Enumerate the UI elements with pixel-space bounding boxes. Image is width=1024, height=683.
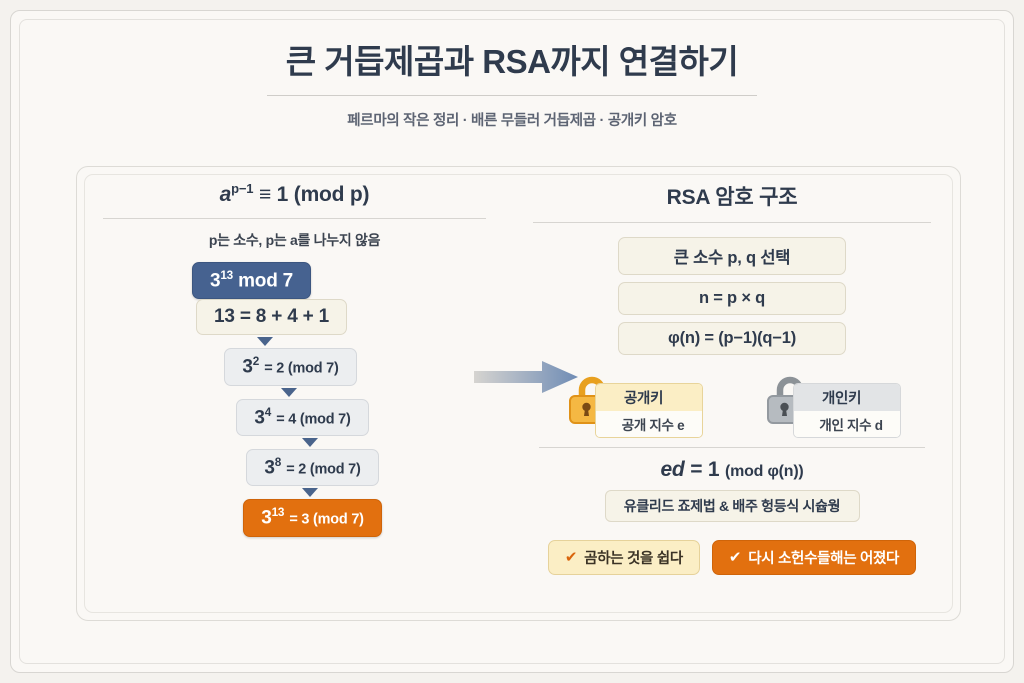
chain-node-square-rest: = 2 (mod 7) [264,360,339,377]
chain-node-result: 313 = 3 (mod 7) [243,499,382,537]
chain-arrow-row-2 [87,386,502,399]
right-arrow-icon [474,361,578,393]
down-arrow-icon [256,337,273,347]
private-key-subtitle: 개인 지수 d [794,411,900,437]
rsa-divider [533,222,931,223]
public-key-title: 공개키 [596,384,702,411]
chain-row-4: 38 = 2 (mod 7) [87,448,502,487]
rsa-step-list: 큰 소수 p, q 선택 n = p × q φ(n) = (p−1)(q−1) [517,237,947,355]
down-arrow-icon [301,437,318,447]
chain-row-5: 313 = 3 (mod 7) [87,499,502,537]
chain-arrow-row-1 [87,335,502,348]
chain-node-fourth-exponent: 4 [264,405,272,419]
chain-node-decomposition: 13 = 8 + 4 + 1 [196,299,347,336]
badge-easy-multiply: ✔ 곰하는 것을 쉽다 [547,540,700,575]
title-divider [267,95,757,97]
ed-method-note: 유클리드 죠제법 & 배주 헝등식 시슙웡 [604,490,860,522]
chain-node-square: 32 = 2 (mod 7) [224,348,357,386]
fermat-condition-note: p는 소수, p는 a를 나누지 않음 [208,232,381,248]
chain-node-fourth-base: 3 [254,406,265,428]
rsa-heading: RSA 암호 구조 [666,186,798,209]
check-icon: ✔ [728,549,742,566]
fermat-divider [103,218,486,219]
public-key-labels: 공개키 공개 지수 e [595,383,703,438]
page-subtitle: 페르마의 작은 정리 · 배른 무들러 거듭제곱 · 공개키 암호 [347,113,677,130]
chain-row-0: 313 mod 7 [87,262,502,300]
rsa-panel: RSA 암호 구조 큰 소수 p, q 선택 n = p × q φ(n) = … [517,167,947,620]
rsa-step-totient: φ(n) = (p−1)(q−1) [618,322,846,355]
fermat-heading-exponent: p−1 [231,181,254,196]
chain-node-eighth-exponent: 8 [274,455,282,469]
ed-equation-equals: = 1 [690,458,720,481]
down-arrow-icon [301,488,318,498]
chain-node-result-base: 3 [261,507,272,529]
rsa-step-modulus: n = p × q [618,282,846,315]
fermat-heading-rest: ≡ 1 (mod p) [258,183,370,206]
chain-node-eighth-base: 3 [264,457,275,479]
public-key-subtitle: 공개 지수 e [596,411,702,437]
header: 큰 거듭제곱과 RSA까지 연결하기 페르마의 작은 정리 · 배른 무들러 거… [11,41,1013,130]
summary-badge-group: ✔ 곰하는 것을 쉽다 ✔ 다시 소헌수들해는 어졌다 [517,540,947,575]
ed-equation: ed = 1 (mod φ(n)) [517,458,947,482]
chain-node-square-exponent: 2 [252,355,260,369]
fermat-heading-base: a [219,183,232,206]
rsa-step-primes: 큰 소수 p, q 선택 [618,237,846,275]
private-key-title: 개인키 [794,384,900,411]
chain-node-start-exponent: 13 [220,269,233,282]
public-key-card: 공개키 공개 지수 e [563,373,703,438]
content-card-inner-frame [84,174,953,613]
fermat-heading: ap−1 ≡ 1 (mod p) [87,167,502,207]
page-title: 큰 거듭제곱과 RSA까지 연결하기 [285,43,739,80]
chain-node-eighth-rest: = 2 (mod 7) [286,461,361,478]
chain-node-result-exponent: 13 [271,506,285,520]
key-pair-group: 공개키 공개 지수 e 개인키 개인 지수 d [517,373,947,438]
chain-node-fourth: 34 = 4 (mod 7) [236,398,369,436]
down-arrow-icon [280,387,297,397]
chain-row-3: 34 = 4 (mod 7) [87,398,502,436]
ed-equation-vars: ed [660,458,685,481]
chain-row-1: 13 = 8 + 4 + 1 [87,299,502,336]
ed-divider [539,447,925,448]
fermat-panel: ap−1 ≡ 1 (mod p) p는 소수, p는 a를 나누지 않음 313… [87,167,578,620]
chain-arrow-row-3 [87,436,502,449]
chain-node-square-base: 3 [242,356,253,378]
chain-arrow-row-4 [87,486,502,499]
chain-node-eighth: 38 = 2 (mod 7) [246,448,379,487]
badge-hard-factor-label: 다시 소헌수들해는 어졌다 [748,551,900,567]
chain-row-2: 32 = 2 (mod 7) [87,348,502,386]
badge-easy-multiply-label: 곰하는 것을 쉽다 [584,551,683,567]
badge-hard-factor: ✔ 다시 소헌수들해는 어졌다 [711,540,917,575]
check-icon: ✔ [564,549,578,566]
chain-node-result-rest: = 3 (mod 7) [289,511,364,528]
content-card: ap−1 ≡ 1 (mod p) p는 소수, p는 a를 나누지 않음 313… [76,166,961,621]
chain-node-fourth-rest: = 4 (mod 7) [276,410,351,427]
chain-node-start-rest: mod 7 [238,270,294,292]
chain-node-decomposition-label: 13 = 8 + 4 + 1 [214,306,329,328]
ed-equation-modulus: (mod φ(n)) [725,463,804,480]
chain-node-start-base: 3 [209,270,221,292]
chain-node-start: 313 mod 7 [191,262,312,300]
poster-frame: 큰 거듭제곱과 RSA까지 연결하기 페르마의 작은 정리 · 배른 무들러 거… [10,10,1014,673]
private-key-labels: 개인키 개인 지수 d [793,383,901,438]
exponentiation-chain: 313 mod 7 13 = 8 + 4 + 1 32 = 2 (mod 7) [87,262,502,537]
private-key-card: 개인키 개인 지수 d [761,373,901,438]
poster-inner-frame [19,19,1005,664]
